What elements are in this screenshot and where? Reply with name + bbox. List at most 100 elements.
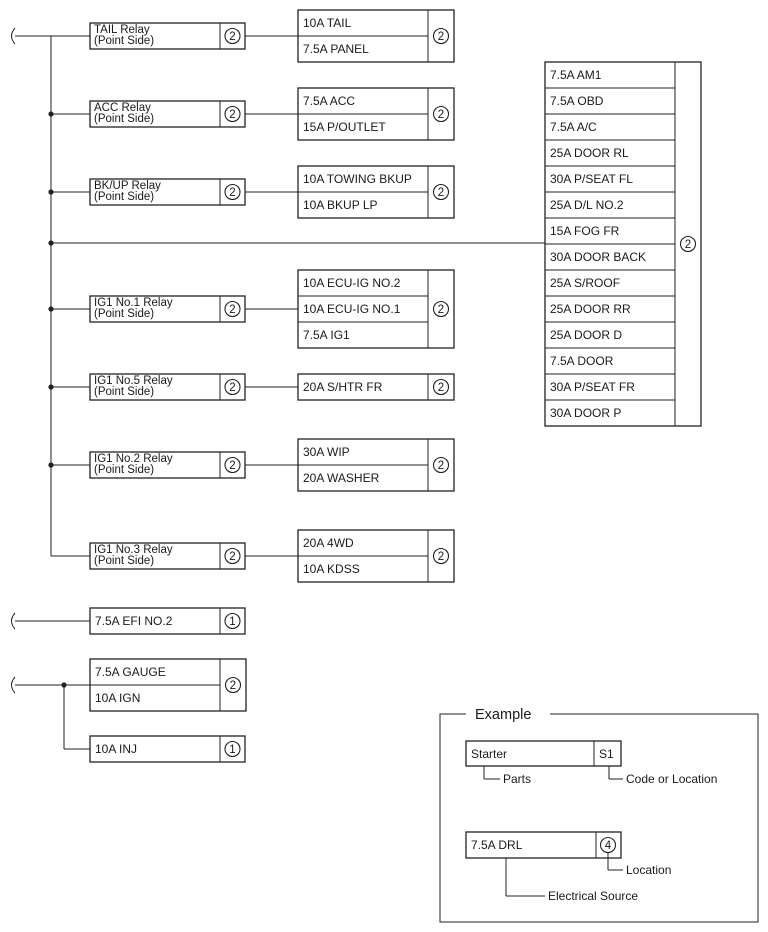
location-number: 2 (438, 551, 444, 563)
location-number: 2 (229, 187, 235, 199)
location-circle (432, 547, 450, 565)
fuse-label: 15A P/OUTLET (303, 120, 386, 134)
location-caption: Location (626, 863, 671, 877)
code-caption: Code or Location (626, 772, 717, 786)
location-circle (224, 456, 241, 474)
gauge-fuse-box: 7.5A GAUGE 10A IGN 2 (89, 658, 247, 712)
location-circle (432, 456, 450, 474)
location-number: 2 (438, 187, 444, 199)
fuse-label: 7.5A GAUGE (95, 665, 166, 679)
direct-fuse-box: 7.5A AM1 7.5A OBD 7.5A A/C 25A DOOR RL 30A P… (544, 61, 702, 427)
fuse-box-outline (89, 607, 246, 635)
location-circle (224, 183, 241, 201)
fuse-box: 10A TAIL 7.5A PANEL 2 (297, 9, 455, 63)
relay-side: (Point Side) (94, 191, 154, 203)
location-number: 2 (229, 304, 235, 316)
fuse-label: 25A S/ROOF (550, 276, 620, 290)
location-number: 2 (438, 31, 444, 43)
location-circle (679, 235, 697, 253)
location-number: 1 (229, 744, 235, 756)
relay-side: (Point Side) (94, 35, 154, 47)
relay-box: IG1 No.5 Relay(Point Side) 2 (89, 373, 246, 401)
location-circle (224, 612, 241, 630)
fuse-label: 7.5A PANEL (303, 42, 369, 56)
location-circle (432, 27, 450, 45)
relay-box-outline (89, 295, 246, 323)
location-number: 2 (438, 109, 444, 121)
fuse-label: 7.5A AM1 (550, 68, 602, 82)
junction-dot (48, 384, 54, 390)
relay-side: (Point Side) (94, 308, 154, 320)
relay-box-outline (89, 373, 246, 401)
example-source-box (465, 831, 622, 859)
relay-name: IG1 No.2 Relay (94, 453, 173, 465)
location-circle (224, 300, 241, 318)
location-circle (224, 740, 241, 758)
fuse-label: 7.5A A/C (550, 120, 597, 134)
location-number: 2 (229, 382, 235, 394)
example-part-box (465, 740, 622, 767)
fuse-label: 15A FOG FR (550, 224, 620, 238)
fuse-label: 7.5A EFI NO.2 (95, 614, 173, 628)
wiring-lines (11, 27, 545, 750)
location-number: 2 (229, 551, 235, 563)
location-circle (432, 300, 450, 318)
fuse-label: 20A 4WD (303, 536, 354, 550)
relay-name: BK/UP Relay (94, 180, 161, 192)
legend-title-gap (466, 704, 550, 724)
fuse-label: 25A DOOR RL (550, 146, 629, 160)
legend-frame (439, 713, 759, 923)
fuse-label: 30A DOOR BACK (550, 250, 646, 264)
fuse-label: 7.5A OBD (550, 94, 604, 108)
fuse-label: 10A IGN (95, 691, 140, 705)
relay-box-outline (89, 451, 246, 479)
location-number: 2 (230, 680, 236, 692)
location-circle (432, 378, 450, 396)
break-mark (11, 612, 16, 630)
location-circle (224, 676, 242, 694)
fuse-label: 20A WASHER (303, 471, 380, 485)
fuse-label: 10A TAIL (303, 16, 352, 30)
example-code: S1 (599, 747, 614, 761)
relay-name: IG1 No.5 Relay (94, 375, 173, 387)
fuse-label: 30A P/SEAT FL (550, 172, 633, 186)
fuse-label: 7.5A ACC (303, 94, 355, 108)
location-number: 2 (438, 460, 444, 472)
fuse-label: 7.5A DOOR (550, 354, 614, 368)
parts-caption: Parts (503, 772, 531, 786)
location-number: 2 (438, 304, 444, 316)
location-number: 4 (605, 840, 612, 852)
relay-box: BK/UP Relay(Point Side) 2 (89, 178, 246, 206)
location-number: 2 (229, 109, 235, 121)
location-number: 2 (438, 382, 444, 394)
relay-side: (Point Side) (94, 555, 154, 567)
break-mark (11, 676, 16, 694)
relay-box: TAIL Relay(Point Side)2 (89, 22, 246, 50)
fuse-label: 25A DOOR D (550, 328, 622, 342)
fuse-box: 10A TOWING BKUP 10A BKUP LP 2 (297, 165, 455, 219)
junction-dot (48, 462, 54, 468)
location-number: 2 (229, 460, 235, 472)
location-circle (224, 378, 241, 396)
junction-dot (48, 189, 54, 195)
relay-box-outline (89, 542, 246, 570)
relay-side: (Point Side) (94, 113, 154, 125)
relay-side: (Point Side) (94, 464, 154, 476)
junction-dot (48, 111, 54, 117)
fuse-label: 10A BKUP LP (303, 198, 378, 212)
legend-title: Example (475, 707, 531, 723)
fuse-label: 10A TOWING BKUP (303, 172, 412, 186)
location-circle (224, 547, 241, 565)
fuse-label: 7.5A IG1 (303, 328, 350, 342)
fuse-label: 20A S/HTR FR (303, 380, 383, 394)
relay-box: IG1 No.1 Relay(Point Side) 2 (89, 295, 246, 323)
relay-name: ACC Relay (94, 102, 151, 114)
fuse-box: 20A S/HTR FR 2 (297, 373, 455, 401)
relay-side: (Point Side) (94, 386, 154, 398)
fuse-box: 7.5A ACC 15A P/OUTLET 2 (297, 87, 455, 141)
fuse-label: 30A DOOR P (550, 406, 621, 420)
relay-name: IG1 No.1 Relay (94, 297, 173, 309)
